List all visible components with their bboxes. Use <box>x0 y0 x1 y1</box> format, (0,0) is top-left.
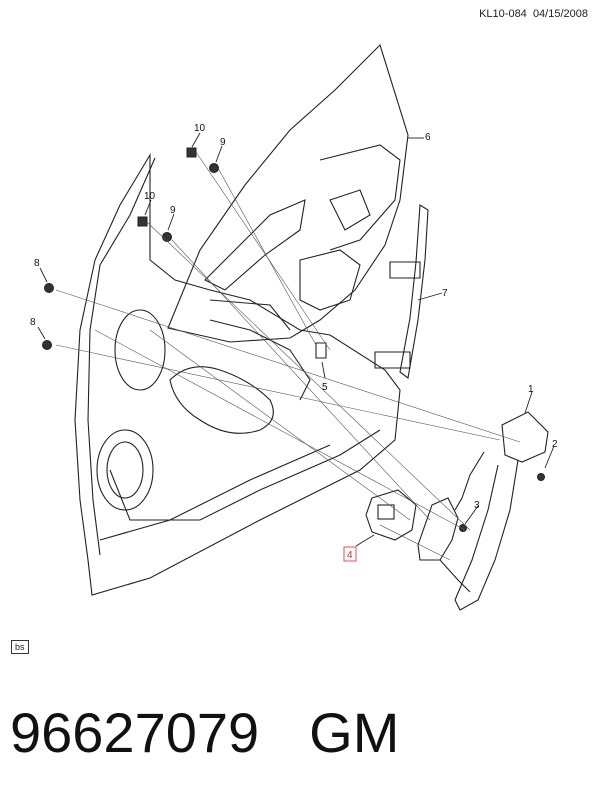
window-motor <box>365 489 417 541</box>
callout-label: 1 <box>528 384 534 395</box>
nut-icon <box>44 283 54 293</box>
callout-label: 8 <box>34 258 40 269</box>
callout-label: 6 <box>425 132 431 143</box>
callout-label: 10 <box>144 191 156 202</box>
window-regulator <box>501 411 549 463</box>
nut-icon <box>42 340 52 350</box>
part-number: 96627079 <box>10 701 260 764</box>
diagram-date: 04/15/2008 <box>532 8 588 20</box>
callout-label: 10 <box>194 123 206 134</box>
nut-icon <box>162 232 172 242</box>
bolt-icon <box>186 147 197 158</box>
callout-label: 8 <box>30 317 36 328</box>
bolt-icon <box>137 216 148 227</box>
callout-label-highlighted: 4 <box>347 550 353 561</box>
callout-label: 9 <box>170 205 176 216</box>
callout-highlight-box <box>343 546 357 562</box>
diagram-header: KL10-084 04/15/2008 <box>479 8 588 20</box>
rear-glass-channel <box>399 204 429 379</box>
manufacturer: GM <box>309 701 400 764</box>
window-glass <box>167 43 409 343</box>
nut-icon <box>209 163 219 173</box>
callout-label: 7 <box>442 288 448 299</box>
callout-label: 3 <box>474 500 480 511</box>
diagram-code: KL10-084 <box>479 8 527 20</box>
part-number-line: 96627079 GM <box>10 700 399 765</box>
door-inner-panel <box>74 153 401 596</box>
callout-labels: 1 2 3 4 5 6 7 8 8 9 9 10 10 <box>30 123 558 562</box>
footer-tag: bs <box>11 640 29 654</box>
callout-label: 5 <box>322 382 328 393</box>
clip <box>315 342 327 359</box>
callout-label: 2 <box>552 439 558 450</box>
screw-icon <box>537 473 545 481</box>
callout-label: 9 <box>220 137 226 148</box>
